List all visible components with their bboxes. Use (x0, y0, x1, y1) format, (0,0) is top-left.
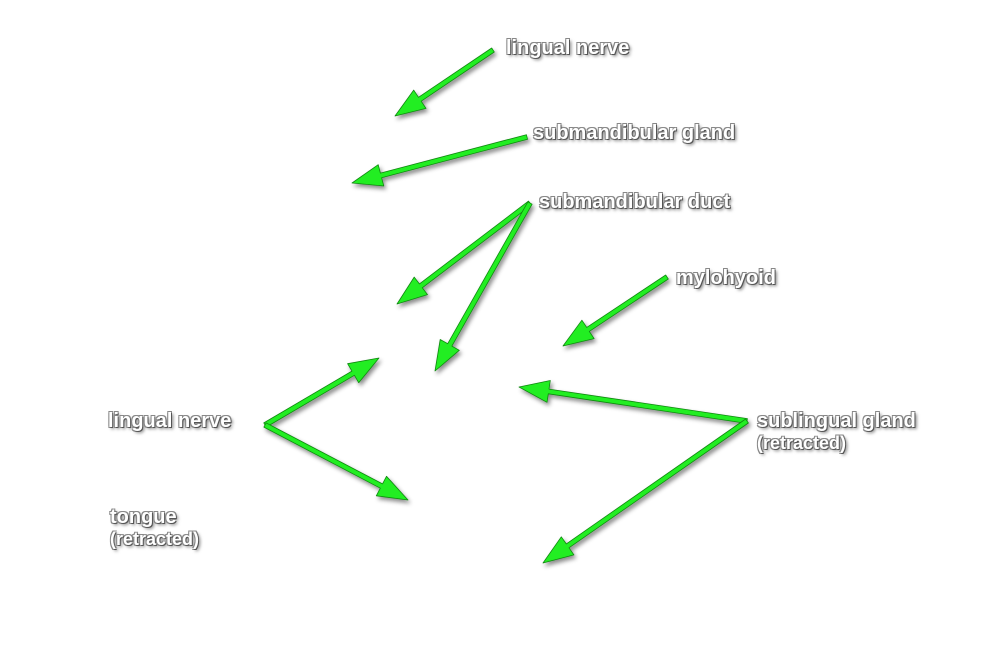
arrow-submandibular-duct-1 (396, 200, 532, 305)
arrow-mylohyoid (562, 274, 669, 347)
arrow-submandibular-gland (351, 134, 528, 187)
arrow-lingual-nerve-left-2 (263, 422, 409, 501)
arrow-lingual-nerve-left-1 (263, 357, 380, 428)
label-tongue-sub: (retracted) (110, 529, 200, 549)
label-lingual-nerve-top: lingual nerve (506, 37, 630, 59)
label-tongue: tongue (retracted) (110, 506, 200, 549)
label-sublingual-gland: sublingual gland (retracted) (757, 410, 916, 453)
label-lingual-nerve-left: lingual nerve (108, 410, 232, 432)
arrow-sublingual-gland-1 (518, 380, 748, 424)
arrow-lingual-nerve-top (394, 47, 495, 117)
label-submandibular-duct: submandibular duct (539, 191, 731, 213)
label-submandibular-gland: submandibular gland (533, 122, 736, 144)
arrow-sublingual-gland-2 (542, 418, 749, 564)
label-mylohyoid: mylohyoid (676, 267, 777, 289)
label-sublingual-gland-sub: (retracted) (757, 433, 847, 453)
arrow-group (263, 47, 749, 564)
arrow-submandibular-duct-2 (434, 201, 533, 372)
